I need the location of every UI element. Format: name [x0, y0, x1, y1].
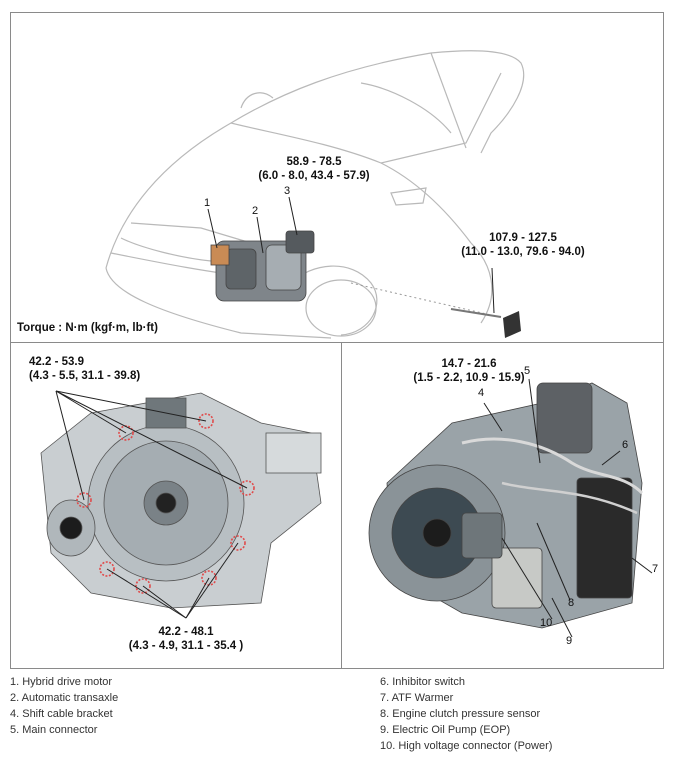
- spec-upper-converted: (4.3 - 5.5, 31.1 - 39.8): [29, 370, 141, 382]
- transaxle-rear-drawing: [368, 378, 653, 638]
- callout-5: 5: [524, 365, 531, 377]
- spec-engine-mount-value: 58.9 - 78.5: [286, 156, 342, 168]
- legend-left: 1. Hybrid drive motor 2. Automatic trans…: [10, 674, 118, 738]
- legend-right: 6. Inhibitor switch 7. ATF Warmer 8. Eng…: [380, 674, 552, 754]
- legend-item: 8. Engine clutch pressure sensor: [380, 708, 541, 720]
- spec-components-value: 14.7 - 21.6: [441, 358, 497, 370]
- spec-lower-converted: (4.3 - 4.9, 31.1 - 35.4 ): [128, 640, 244, 652]
- diagram-figure: 58.9 - 78.5 (6.0 - 8.0, 43.4 - 57.9) 107…: [10, 12, 664, 669]
- mount-part: [503, 311, 521, 338]
- legend-item: 10. High voltage connector (Power): [380, 740, 553, 752]
- transaxle-bolts-panel: 42.2 - 53.9 (4.3 - 5.5, 31.1 - 39.8) 42.…: [11, 342, 341, 669]
- spec-components-converted: (1.5 - 2.2, 10.9 - 15.9): [413, 372, 525, 384]
- callout-9: 9: [566, 635, 573, 647]
- spec-engine-mount: 58.9 - 78.5 (6.0 - 8.0, 43.4 - 57.9): [249, 155, 379, 183]
- legend-item: 2. Automatic transaxle: [10, 692, 119, 704]
- spec-upper-value: 42.2 - 53.9: [29, 356, 84, 368]
- spec-right-mount: 107.9 - 127.5 (11.0 - 13.0, 79.6 - 94.0): [443, 231, 603, 259]
- spec-bolts-upper: 42.2 - 53.9 (4.3 - 5.5, 31.1 - 39.8): [29, 355, 140, 383]
- leader-lines-lower: [106, 542, 239, 619]
- spec-engine-mount-converted: (6.0 - 8.0, 43.4 - 57.9): [258, 170, 370, 182]
- transaxle-front-drawing: [40, 390, 322, 619]
- spec-right-value: 107.9 - 127.5: [489, 232, 557, 244]
- callout-2: 2: [252, 205, 259, 217]
- callout-4: 4: [478, 387, 485, 399]
- callout-8: 8: [568, 597, 575, 609]
- callout-7: 7: [652, 563, 659, 575]
- spec-lower-value: 42.2 - 48.1: [158, 626, 214, 638]
- legend-item: 1. Hybrid drive motor: [10, 676, 113, 688]
- callout-10: 10: [540, 617, 553, 629]
- legend-item: 5. Main connector: [10, 724, 98, 736]
- legend-item: 9. Electric Oil Pump (EOP): [380, 724, 511, 736]
- transaxle-components-panel: 14.7 - 21.6 (1.5 - 2.2, 10.9 - 15.9) 4 5…: [341, 342, 664, 669]
- leader-lines-upper: [55, 390, 248, 501]
- spec-components: 14.7 - 21.6 (1.5 - 2.2, 10.9 - 15.9): [404, 357, 534, 385]
- torque-unit-note: Torque : N·m (kgf·m, lb·ft): [17, 322, 158, 334]
- spec-bolts-lower: 42.2 - 48.1 (4.3 - 4.9, 31.1 - 35.4 ): [111, 625, 261, 653]
- callout-6: 6: [622, 439, 629, 451]
- vehicle-overview-panel: 58.9 - 78.5 (6.0 - 8.0, 43.4 - 57.9) 107…: [11, 13, 663, 341]
- legend-item: 6. Inhibitor switch: [380, 676, 465, 688]
- vehicle-outline-drawing: [105, 50, 525, 339]
- callout-1: 1: [204, 197, 211, 209]
- legend-item: 7. ATF Warmer: [380, 692, 454, 704]
- spec-right-converted: (11.0 - 13.0, 79.6 - 94.0): [461, 246, 585, 258]
- engine-bay-transaxle: [210, 230, 315, 302]
- component-leaders: [483, 378, 653, 638]
- callout-3: 3: [284, 185, 291, 197]
- legend-item: 4. Shift cable bracket: [10, 708, 113, 720]
